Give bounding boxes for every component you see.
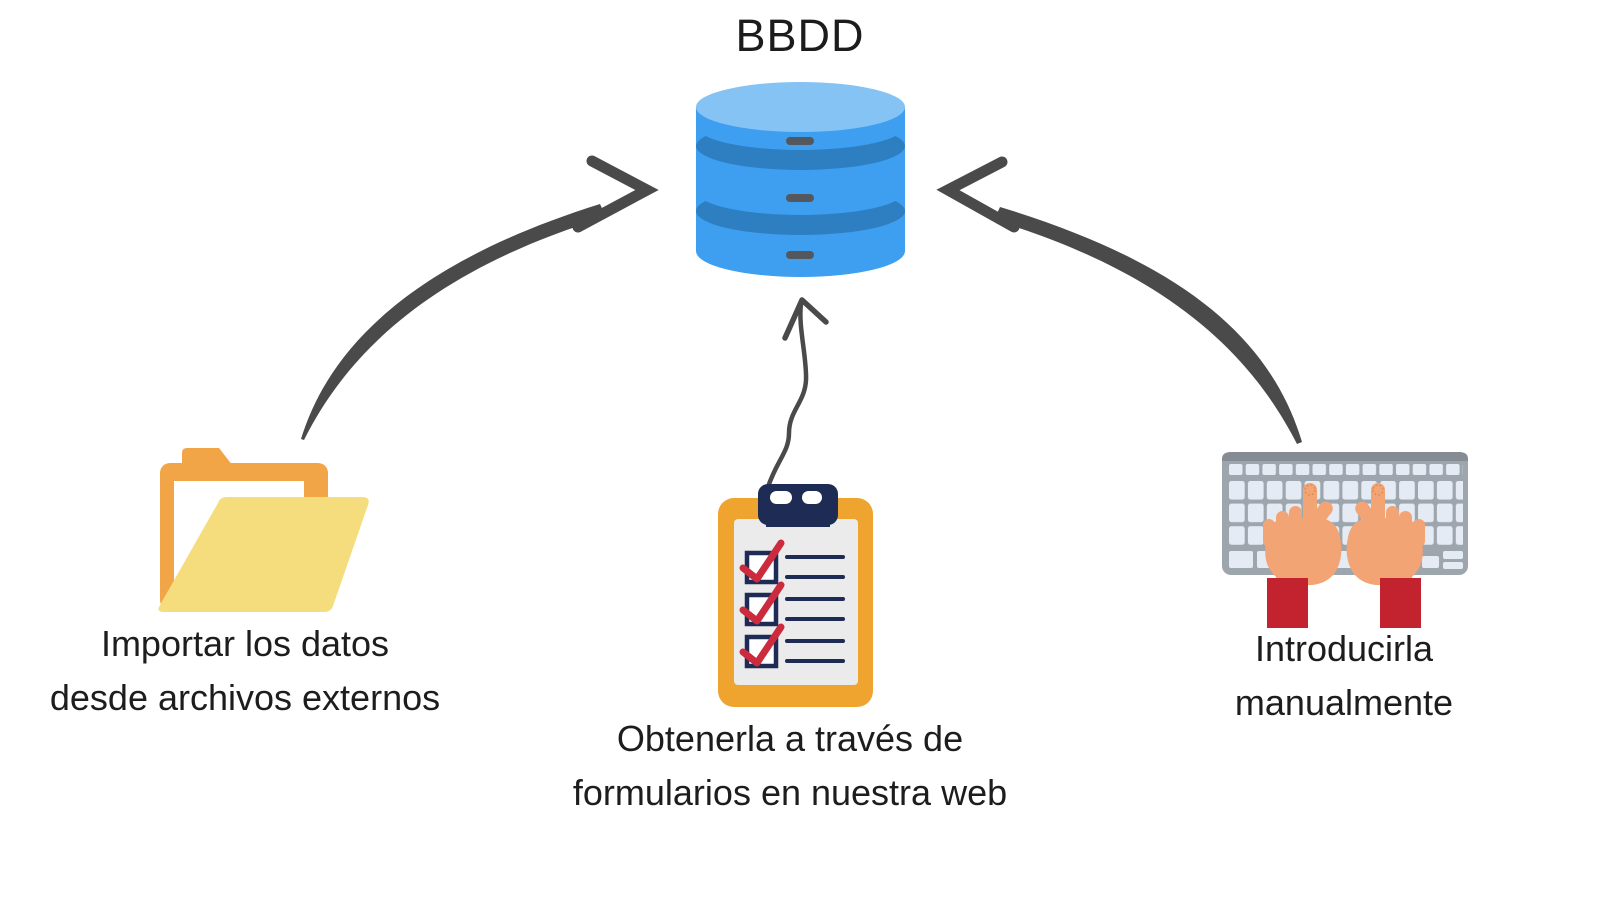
database-icon: [696, 82, 905, 277]
caption-web-forms: Obtenerla a través de formularios en nue…: [510, 712, 1070, 820]
caption-line: Obtenerla a través de: [616, 718, 964, 759]
database-title: BBDD: [735, 10, 865, 61]
database-slot: [786, 251, 814, 259]
arrow-from-manual: [936, 156, 1302, 444]
clipboard-checklist-icon: [718, 484, 873, 707]
database-slot: [786, 137, 814, 145]
red-sleeve: [1267, 578, 1308, 628]
caption-line: desde archivos externos: [49, 677, 441, 718]
arrow-from-files: [301, 155, 659, 440]
keyboard-top-strip: [1222, 452, 1468, 461]
checked-checkbox-icon: [739, 623, 785, 669]
caption-manual-entry: Introducirla manualmente: [1114, 622, 1574, 730]
checked-checkbox-icon: [739, 581, 785, 627]
caption-line: manualmente: [1234, 682, 1454, 723]
caption-import-files: Importar los datos desde archivos extern…: [15, 617, 475, 725]
checked-checkbox-icon: [739, 539, 785, 585]
caption-line: Importar los datos: [100, 623, 390, 664]
form-lines: [785, 555, 845, 663]
database-top-cap: [696, 82, 905, 132]
database-slot: [786, 194, 814, 202]
keypress-dot: [1304, 484, 1316, 496]
left-hand: [1263, 483, 1342, 628]
keyboard-hands-icon: [1222, 452, 1468, 629]
folder-front-flap: [158, 497, 369, 612]
caption-line: formularios en nuestra web: [572, 772, 1008, 813]
folder-tab: [182, 448, 233, 466]
keyboard-function-row: [1229, 464, 1463, 476]
open-folder-icon: [158, 448, 369, 612]
caption-line: Introducirla: [1254, 628, 1434, 669]
arrow-from-forms: [765, 297, 829, 490]
clipboard-clip: [758, 484, 838, 527]
